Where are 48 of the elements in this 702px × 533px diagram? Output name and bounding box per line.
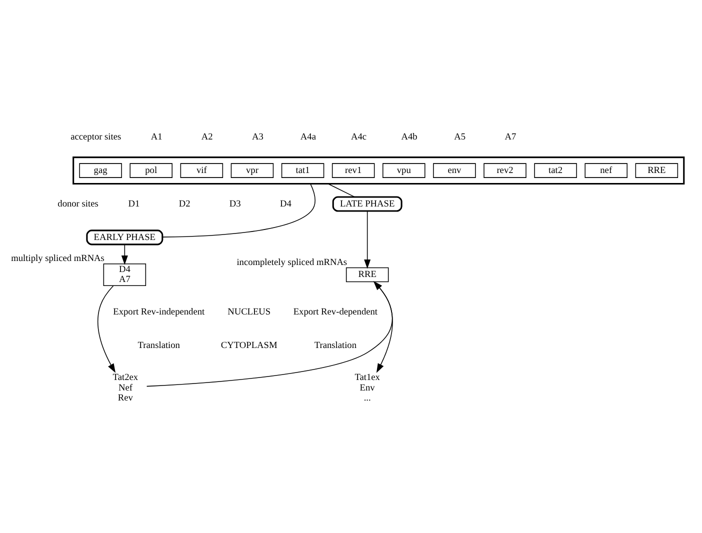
node-label: multiply spliced mRNAs [11, 254, 104, 264]
node-box: rev1 [332, 162, 375, 178]
node-box: tat1 [281, 162, 324, 178]
connector [328, 182, 355, 197]
node-box: gag [79, 162, 122, 178]
arrow [374, 280, 393, 372]
node-label: incompletely spliced mRNAs [236, 258, 348, 268]
label: D1 [128, 198, 140, 209]
label: Export Rev-dependent [293, 307, 378, 318]
node-text: Tat2ex Nef Rev [112, 372, 138, 403]
node-box: RRE [635, 162, 678, 178]
node-box: vpu [382, 162, 426, 178]
label: CYTOPLASM [220, 340, 278, 350]
label: D4 [280, 198, 292, 209]
node-box: D4 A7 [103, 263, 146, 286]
label: A3 [252, 132, 264, 142]
label: Translation [314, 340, 357, 350]
label: A4a [300, 132, 316, 142]
label: A7 [504, 132, 516, 142]
label: acceptor sites [70, 132, 122, 142]
node-box: RRE [346, 266, 389, 282]
node-box: pol [130, 162, 172, 178]
label: donor sites [58, 198, 98, 209]
label: A1 [150, 132, 162, 142]
node-box: LATE PHASE [332, 196, 402, 212]
label: A4c [351, 132, 367, 142]
node-box: rev2 [484, 162, 526, 178]
node-box: tat2 [534, 162, 577, 178]
label: A5 [454, 132, 466, 142]
node-box: vif [180, 162, 224, 178]
label: D3 [229, 198, 241, 209]
label: A4b [401, 132, 418, 142]
connector [162, 182, 316, 237]
node-box: env [433, 162, 476, 178]
cluster [72, 156, 685, 184]
label: Export Rev-independent [113, 307, 205, 318]
node-box: EARLY PHASE [86, 229, 164, 245]
label: NUCLEUS [228, 307, 271, 318]
node-box: vpr [230, 162, 274, 178]
label: A2 [201, 132, 213, 142]
node-box: nef [584, 162, 628, 178]
arrow [121, 244, 128, 264]
label: Translation [138, 340, 180, 350]
arrow [364, 210, 371, 268]
arrow [146, 280, 393, 386]
label: D2 [178, 198, 190, 209]
arrow [98, 285, 116, 372]
node-text: Tat1ex Env ... [354, 372, 380, 403]
